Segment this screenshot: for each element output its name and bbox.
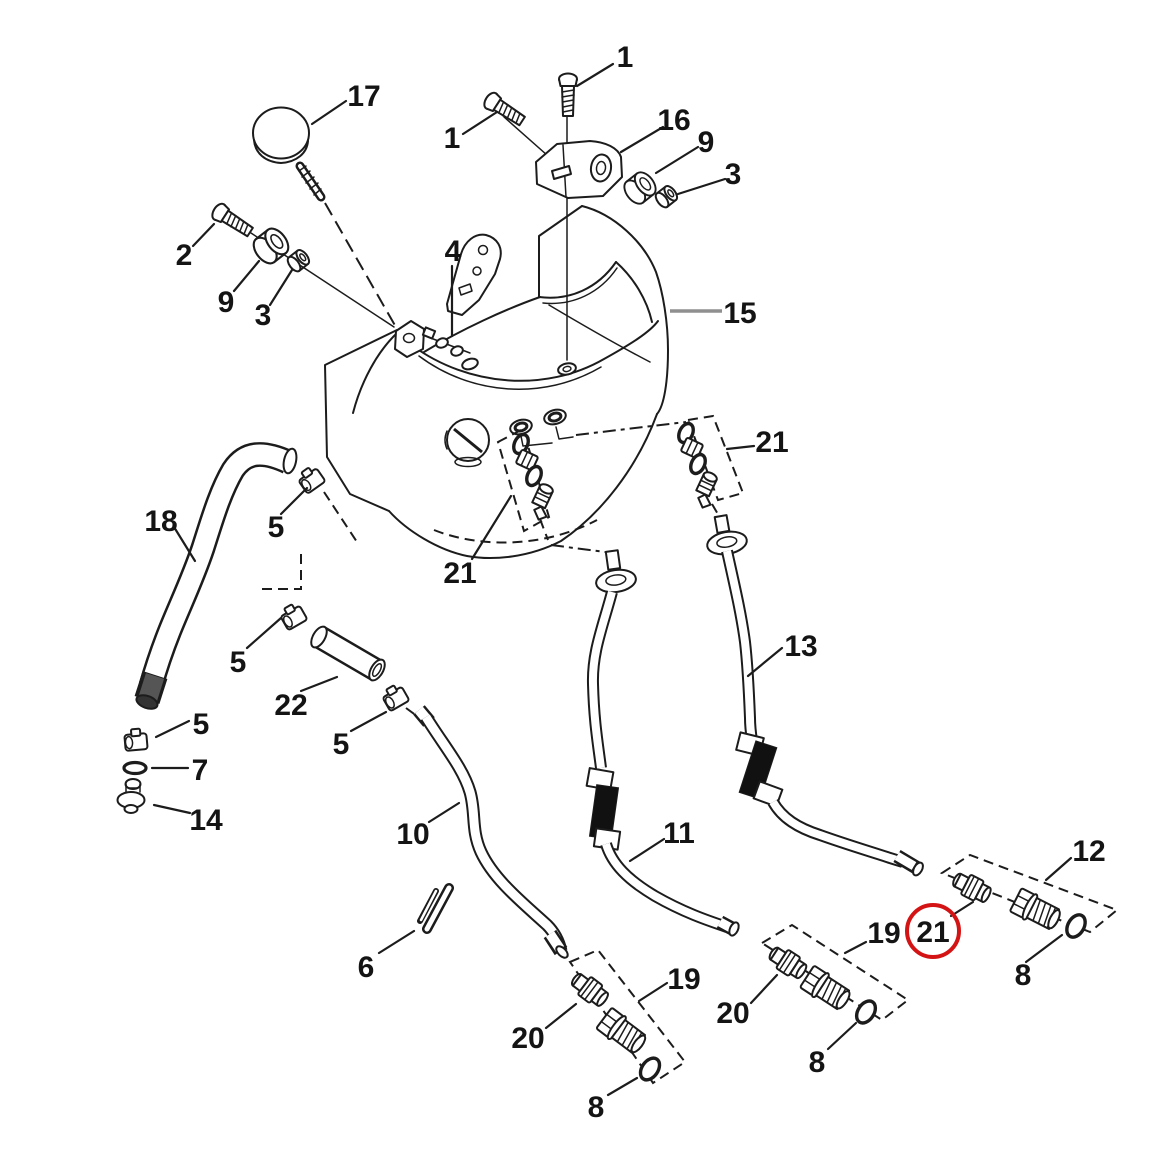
oil-tank-body [324,205,669,559]
grommet-9-left [248,223,294,269]
part-label-21-circled[interactable]: 21 [916,916,949,949]
port-connector-right [555,426,574,440]
part-label-3-left[interactable]: 3 [255,299,272,332]
bracket-16 [535,140,623,199]
hose18-tank-dash [323,491,360,546]
oil-cap-17 [252,106,326,202]
part-label-5-c[interactable]: 5 [333,728,350,761]
part-label-7[interactable]: 7 [192,754,209,787]
hose-18 [134,441,298,710]
pipe-13 [704,514,924,877]
part-label-11[interactable]: 11 [663,817,695,850]
part-label-18[interactable]: 18 [144,505,177,538]
bolt-1-left [480,89,529,130]
o-ring-7 [122,760,148,776]
part-label-9-top[interactable]: 9 [698,126,715,159]
mounting-boss [394,320,425,358]
part-label-2[interactable]: 2 [176,239,193,272]
clamp-5-c [378,681,411,713]
o-ring-8-a [638,1056,662,1082]
part-label-6[interactable]: 6 [358,951,375,984]
part-label-13[interactable]: 13 [784,630,817,663]
grommet-9-top [619,167,661,209]
clamp5b-dash [262,553,302,590]
part-label-5-b[interactable]: 5 [230,646,247,679]
fitting-group-19-a [566,948,687,1085]
o-ring-8-c [1065,913,1087,939]
tank-port-right [541,405,569,429]
leader-lines [150,62,1073,1097]
part-label-1-top[interactable]: 1 [617,41,634,74]
drain-plug-14 [116,778,146,814]
pipe-10 [413,705,569,959]
part-label-20-b[interactable]: 20 [716,997,749,1030]
part-label-20-a[interactable]: 20 [511,1022,544,1055]
part-label-15[interactable]: 15 [723,297,756,330]
part-label-1-left[interactable]: 1 [444,122,461,155]
port-connector-left [520,435,553,447]
pipe-11 [585,549,740,937]
part-label-22[interactable]: 22 [274,689,307,722]
washer-on-tank [557,362,577,376]
highlighted-part-21[interactable]: 21 [905,903,961,959]
bracket-4 [421,233,502,357]
part-label-10[interactable]: 10 [396,818,429,851]
part-label-8-a[interactable]: 8 [588,1091,605,1124]
clamp-5-a [294,463,327,495]
part-label-8-c[interactable]: 8 [1015,959,1032,992]
part-label-19-a[interactable]: 19 [667,963,700,996]
clamp-5-d [122,727,149,752]
fitting-stack-21-right [674,414,745,517]
part-label-19-b[interactable]: 19 [867,917,900,950]
spring-clip-6 [417,883,454,934]
part-label-21-right[interactable]: 21 [755,426,788,459]
part-label-5-d[interactable]: 5 [193,708,210,741]
part-label-17[interactable]: 17 [347,80,380,113]
fitting-stack-21-left [496,427,606,553]
part-label-21-bottom[interactable]: 21 [443,557,476,590]
top-face-hole [461,357,479,371]
clamp-5-b [276,600,309,632]
port-connector-dash [575,421,687,436]
part-label-16[interactable]: 16 [657,104,690,137]
tube-22 [310,625,386,682]
highlight-circle [905,903,961,959]
fitting-group-12 [939,853,1119,939]
bolt-2 [208,200,257,241]
part-label-9-left[interactable]: 9 [218,286,235,319]
bolt-1-top [558,72,578,117]
part-label-8-b[interactable]: 8 [809,1046,826,1079]
fitting-group-19-b [760,923,910,1025]
o-ring-8-b [854,999,878,1025]
part-label-4[interactable]: 4 [445,235,462,268]
bushing-3-top [652,182,681,211]
part-label-14[interactable]: 14 [189,804,223,837]
part-label-12[interactable]: 12 [1072,835,1105,868]
filler-cap [444,418,490,468]
clamp5c-dash [405,707,418,717]
part-label-3-top[interactable]: 3 [725,158,742,191]
cap17-alignment-dash [324,202,398,330]
part-label-5-a[interactable]: 5 [268,511,285,544]
